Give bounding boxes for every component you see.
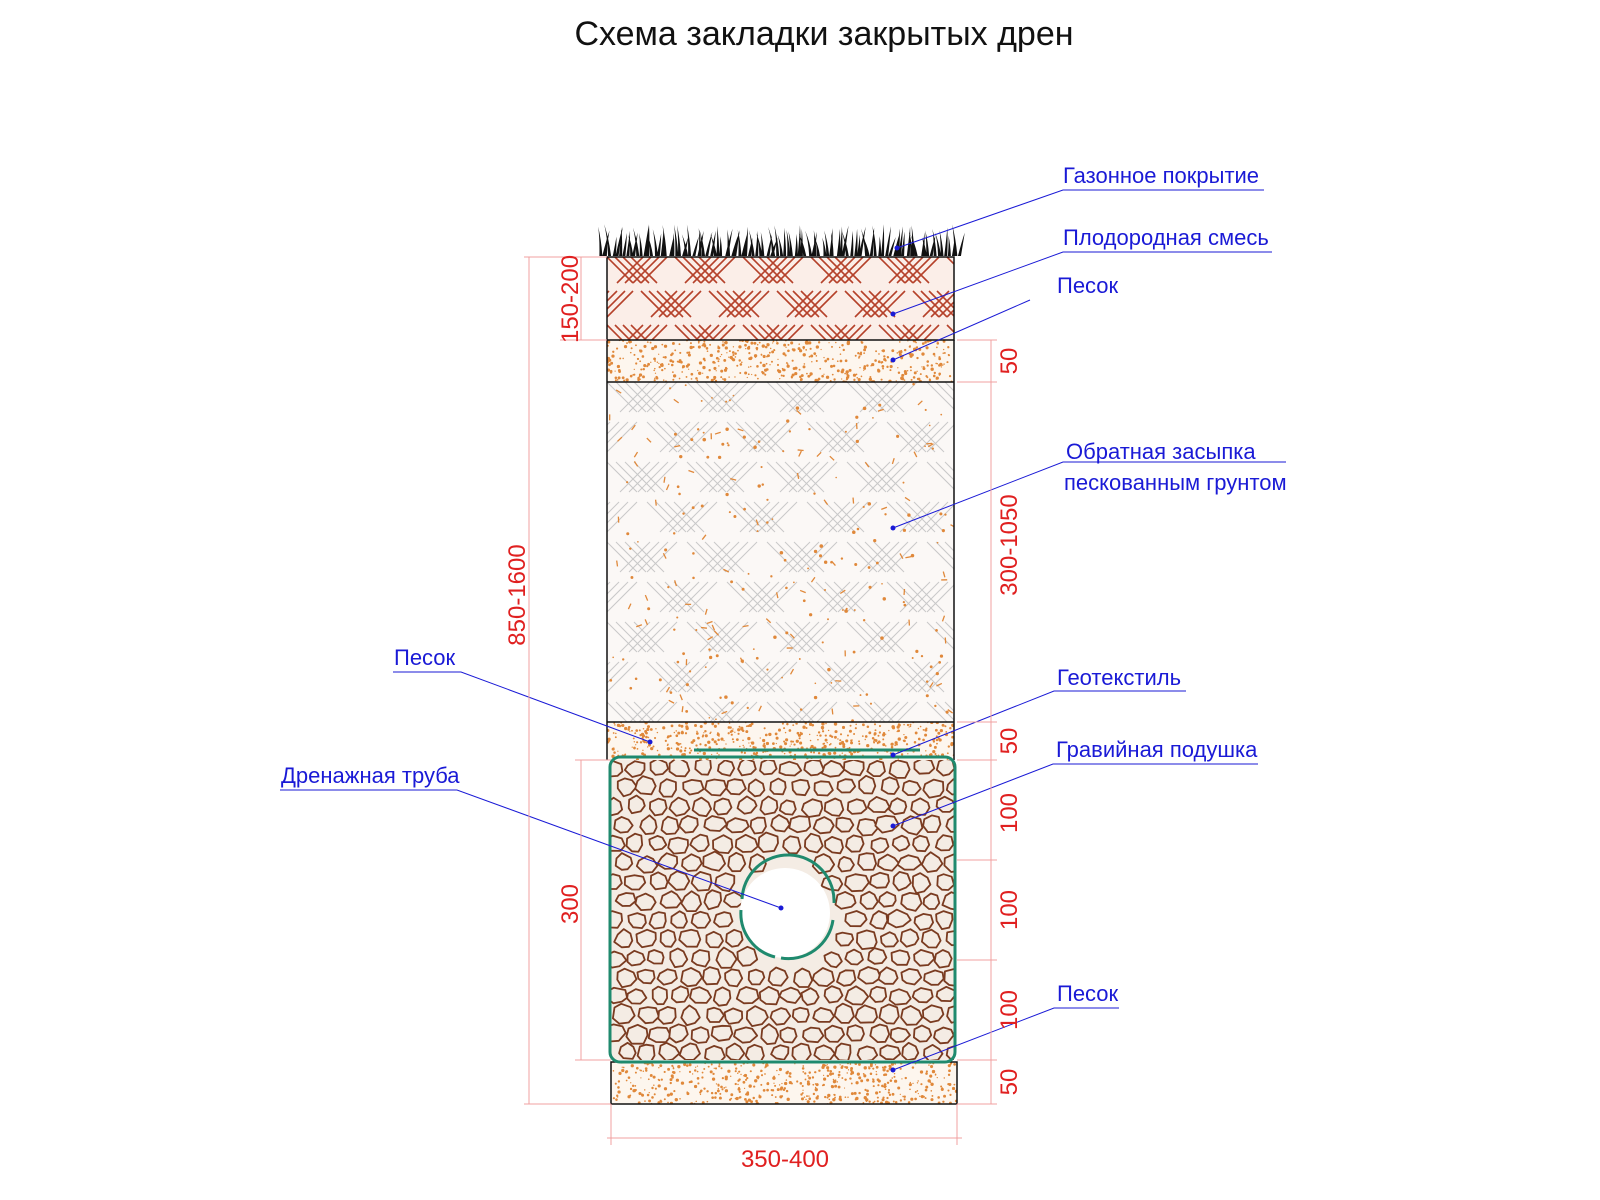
dim-sand-top: 50 xyxy=(996,348,1023,375)
label-sand-bottom: Песок xyxy=(1057,981,1119,1006)
dim-gravel-top: 100 xyxy=(996,793,1023,833)
dim-sand-bottom: 50 xyxy=(996,1069,1023,1096)
dim-total-depth: 850-1600 xyxy=(504,544,531,645)
geotextile-pipe-left xyxy=(739,909,776,959)
grass-cover xyxy=(598,224,965,256)
dim-gravel-bottom: 100 xyxy=(996,990,1023,1030)
dim-gravel-depth: 300 xyxy=(557,884,584,924)
dim-fertile-depth: 150-200 xyxy=(557,255,584,343)
dim-sand-mid: 50 xyxy=(996,728,1023,755)
dim-trench-width: 350-400 xyxy=(741,1146,829,1173)
geotextile-wrap xyxy=(608,755,957,1064)
dim-backfill: 300-1050 xyxy=(996,494,1023,595)
drain-pipe-body xyxy=(740,868,830,958)
label-drain-pipe: Дренажная труба xyxy=(281,763,460,788)
label-lawn: Газонное покрытие xyxy=(1063,163,1259,188)
label-geotextile: Геотекстиль xyxy=(1057,665,1181,690)
fertile-mix-hatch xyxy=(607,257,954,340)
backfill-hatch xyxy=(607,382,954,722)
label-fertile-mix: Плодородная смесь xyxy=(1063,225,1269,250)
label-backfill-1: Обратная засыпка xyxy=(1066,439,1256,464)
label-sand-top: Песок xyxy=(1057,273,1119,298)
sand-mid-dots xyxy=(607,722,954,760)
leader-dots xyxy=(647,245,900,1073)
label-gravel: Гравийная подушка xyxy=(1056,737,1258,762)
leader-lines xyxy=(280,189,1286,1071)
label-backfill-2: пескованным грунтом xyxy=(1064,470,1287,495)
label-sand-left: Песок xyxy=(394,645,456,670)
sand-top-dots xyxy=(607,340,953,382)
layer-labels: Газонное покрытие Плодородная смесь Песо… xyxy=(281,163,1287,1006)
geotextile-pipe-top xyxy=(740,853,836,904)
dimension-values: 150-200 50 300-1050 850-1600 50 100 100 … xyxy=(504,255,1023,1173)
geotextile-pipe-right xyxy=(780,919,835,961)
gravel-stones xyxy=(611,760,954,1060)
dim-gravel-mid: 100 xyxy=(996,890,1023,930)
dimension-lines xyxy=(524,256,997,1145)
sand-bottom-dots xyxy=(612,1062,957,1104)
diagram-title: Схема закладки закрытых дрен xyxy=(574,15,1073,53)
